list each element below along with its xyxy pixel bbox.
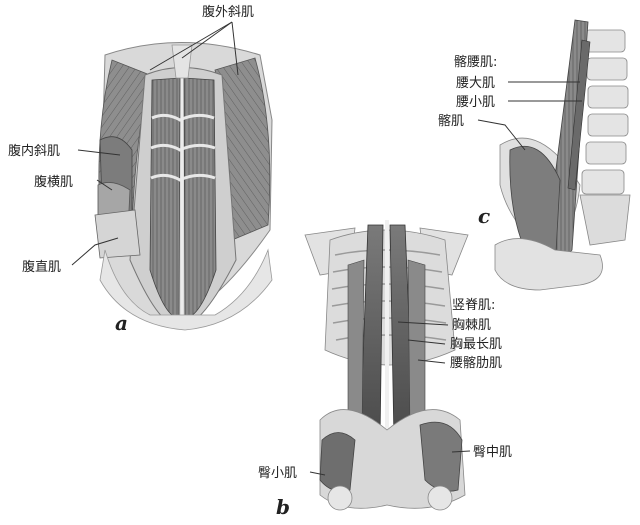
leader-longissimus — [407, 339, 446, 345]
panel-letter-a: a — [115, 311, 128, 335]
panel-a-illustration — [94, 42, 273, 331]
leader-internal-oblique — [77, 149, 121, 156]
label-iliopsoas-header: 髂腰肌: — [454, 54, 497, 70]
rectus-sheath-fold — [94, 209, 141, 259]
labels: 腹外斜肌 腹内斜肌 腹横肌 腹直肌 a 髂腰肌: 腰大肌 腰小肌 髂肌 c 竖脊… — [8, 4, 512, 519]
panel-b-illustration — [304, 220, 469, 511]
tendinous-intersection — [150, 143, 216, 152]
leader-gluteus-minimus — [309, 471, 326, 476]
leader-external-oblique — [149, 21, 233, 71]
label-iliocostalis: 腰髂肋肌 — [450, 355, 502, 371]
leader-iliocostalis — [417, 359, 446, 364]
pelvis-outline — [99, 248, 273, 331]
label-erector-header: 竖脊肌: — [452, 298, 495, 313]
label-psoas-minor: 腰小肌 — [456, 95, 495, 110]
lumbar-vertebrae — [581, 29, 629, 195]
iliocostalis-lateral — [347, 259, 365, 431]
panel-letter-c: c — [478, 204, 490, 228]
label-spinalis: 胸棘肌 — [452, 318, 491, 333]
leader-transversus — [96, 179, 113, 191]
label-iliacus: 髂肌 — [438, 113, 464, 129]
label-gluteus-minimus: 臀小肌 — [258, 466, 297, 481]
label-internal-oblique: 腹内斜肌 — [8, 143, 60, 159]
femoral-head-left — [327, 485, 353, 511]
leader-spinalis — [397, 321, 449, 326]
label-psoas-major: 腰大肌 — [456, 76, 495, 91]
tendinous-intersection — [150, 173, 216, 182]
leader-lines — [71, 21, 582, 476]
label-rectus: 腹直肌 — [22, 259, 61, 275]
leader-external-oblique — [231, 21, 239, 76]
leader-external-oblique — [181, 21, 233, 59]
iliocostalis-lateral — [407, 259, 426, 431]
tendinous-intersection — [151, 113, 215, 122]
psoas-minor-muscle — [567, 39, 591, 191]
panel-c-illustration — [494, 19, 631, 291]
sacrum — [579, 194, 631, 246]
label-gluteus-medius: 臀中肌 — [473, 445, 512, 460]
label-transversus: 腹横肌 — [34, 174, 73, 190]
leader-gluteus-medius — [451, 450, 471, 453]
leader-rectus — [71, 237, 119, 266]
label-external-oblique: 腹外斜肌 — [202, 4, 254, 20]
pubis-femur — [494, 238, 603, 291]
gluteus-minimus-muscle — [319, 432, 356, 492]
femoral-head-right — [427, 485, 453, 511]
label-longissimus: 胸最长肌 — [450, 337, 502, 352]
panel-letter-b: b — [276, 495, 290, 519]
gluteus-medius-muscle — [419, 421, 463, 492]
leader-iliacus — [477, 119, 526, 151]
sternum-xiphoid — [171, 44, 193, 79]
